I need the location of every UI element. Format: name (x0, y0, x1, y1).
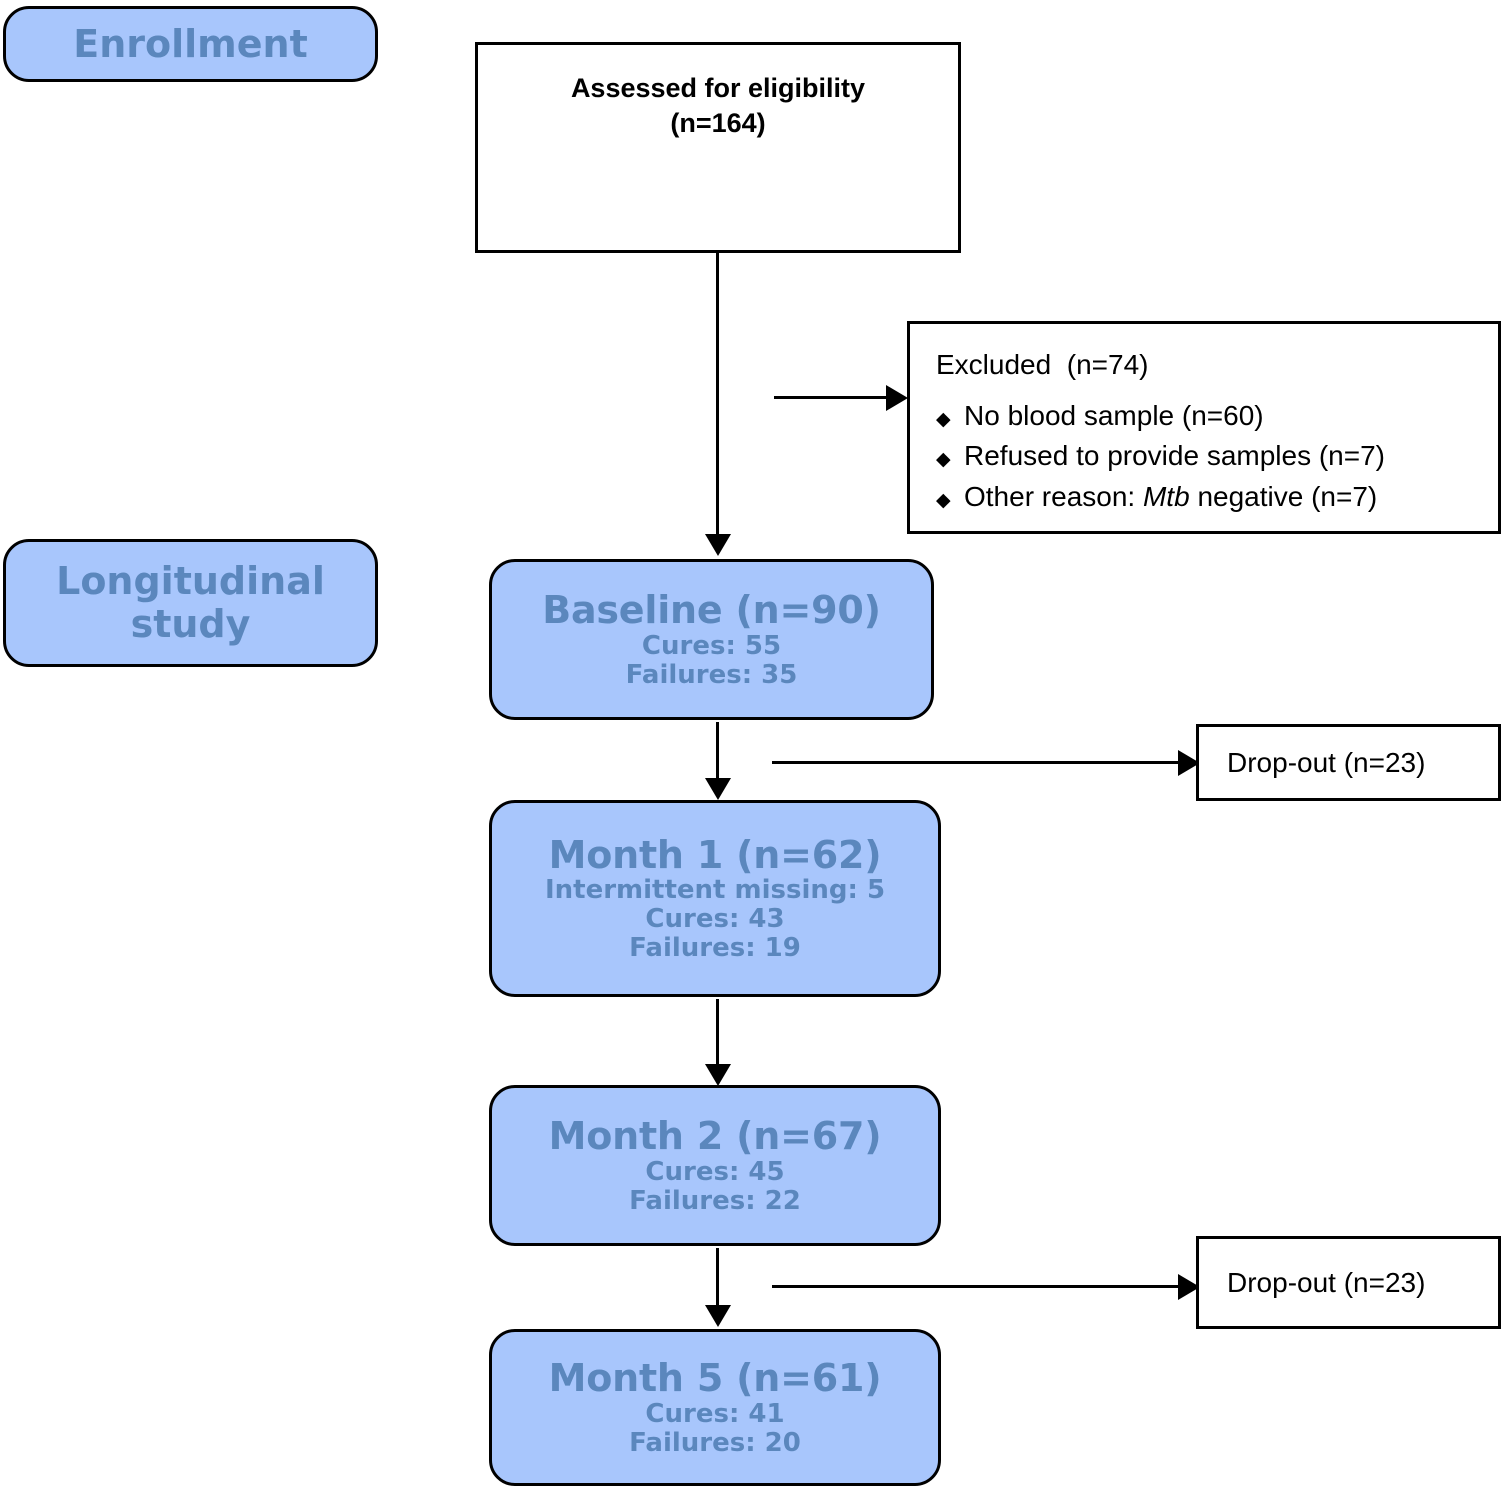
stage-sub-month-2-failures: Failures: 22 (629, 1185, 801, 1216)
excluded-reason-text: Refused to provide samples (n=7) (964, 440, 1385, 472)
stage-title-month-5: Month 5 (n=61) (548, 1356, 882, 1401)
excluded-heading: Excluded (n=74) (936, 349, 1149, 380)
excluded-reason-text-before: Other reason: (964, 480, 1143, 512)
dropout-label-1: Drop-out (n=23) (1227, 746, 1426, 778)
phase-label-enrollment-text: Enrollment (73, 21, 308, 66)
stage-box-month-5: Month 5 (n=61) Cures: 41 Failures: 20 (489, 1329, 941, 1486)
stage-sub-month-5-cures: Cures: 41 (645, 1398, 785, 1429)
stage-box-baseline: Baseline (n=90) Cures: 55 Failures: 35 (489, 559, 934, 720)
excluded-reason-list: ◆ No blood sample (n=60) ◆ Refused to pr… (936, 396, 1385, 517)
stage-sub-month-1-failures: Failures: 19 (629, 933, 801, 964)
dropout-box-1: Drop-out (n=23) (1196, 724, 1501, 801)
dropout-box-2: Drop-out (n=23) (1196, 1236, 1501, 1329)
stage-title-month-2: Month 2 (n=67) (548, 1114, 882, 1159)
phase-label-longitudinal-line-2: study (130, 602, 251, 646)
stage-sub-month-1-cures: Cures: 43 (645, 904, 785, 935)
arrowhead-to-dropout-1 (1178, 750, 1200, 776)
connector-month-2-to-month-5 (716, 1248, 719, 1306)
stage-sub-baseline-cures: Cures: 55 (641, 630, 782, 661)
phase-label-enrollment: Enrollment (3, 6, 378, 82)
excluded-reason-item: ◆ Other reason: Mtb negative (n=7) (936, 477, 1385, 517)
connector-eligibility-to-baseline (716, 253, 719, 535)
stage-sub-month-2-cures: Cures: 45 (645, 1156, 785, 1187)
excluded-box: Excluded (n=74) ◆ No blood sample (n=60)… (907, 321, 1501, 534)
arrowhead-month-2-to-month-5 (705, 1305, 731, 1327)
assessed-for-eligibility-box: Assessed for eligibility (n=164) (475, 42, 961, 253)
stage-sub-month-1-missing: Intermittent missing: 5 (544, 875, 886, 906)
diamond-bullet-icon: ◆ (936, 409, 951, 430)
connector-to-dropout-2 (772, 1285, 1182, 1288)
arrowhead-baseline-to-month-1 (705, 778, 731, 800)
stage-sub-month-5-failures: Failures: 20 (629, 1427, 801, 1458)
excluded-reason-text: No blood sample (n=60) (964, 400, 1264, 431)
stage-box-month-2: Month 2 (n=67) Cures: 45 Failures: 22 (489, 1085, 941, 1246)
diamond-bullet-icon: ◆ (936, 489, 951, 511)
stage-title-month-1: Month 1 (n=62) (548, 832, 882, 877)
excluded-reason-item: ◆ Refused to provide samples (n=7) (936, 436, 1385, 476)
connector-baseline-to-month-1 (716, 722, 719, 779)
assessed-line-1: Assessed for eligibility (570, 73, 866, 103)
dropout-label-2: Drop-out (n=23) (1227, 1266, 1426, 1298)
phase-label-longitudinal-study: Longitudinal study (3, 539, 378, 667)
connector-to-dropout-1 (772, 761, 1182, 764)
arrowhead-to-excluded (886, 385, 908, 411)
stage-box-month-1: Month 1 (n=62) Intermittent missing: 5 C… (489, 800, 941, 997)
connector-to-excluded (774, 396, 889, 399)
excluded-reason-text-composite: Other reason: Mtb negative (n=7) (964, 477, 1377, 517)
stage-title-baseline: Baseline (n=90) (542, 588, 881, 633)
excluded-reason-text-italic: Mtb (1142, 480, 1190, 512)
connector-month-1-to-month-2 (716, 999, 719, 1065)
arrowhead-to-dropout-2 (1178, 1274, 1200, 1300)
arrowhead-month-1-to-month-2 (705, 1064, 731, 1086)
phase-label-longitudinal-line-1: Longitudinal (56, 559, 325, 604)
excluded-reason-item: ◆ No blood sample (n=60) (936, 396, 1385, 436)
arrowhead-eligibility-to-baseline (705, 534, 731, 556)
assessed-line-2: (n=164) (670, 107, 766, 138)
excluded-reason-text-after: negative (n=7) (1189, 480, 1378, 512)
diamond-bullet-icon: ◆ (936, 449, 951, 471)
assessed-for-eligibility-text: Assessed for eligibility (n=164) (478, 45, 958, 140)
stage-sub-baseline-failures: Failures: 35 (625, 659, 798, 690)
